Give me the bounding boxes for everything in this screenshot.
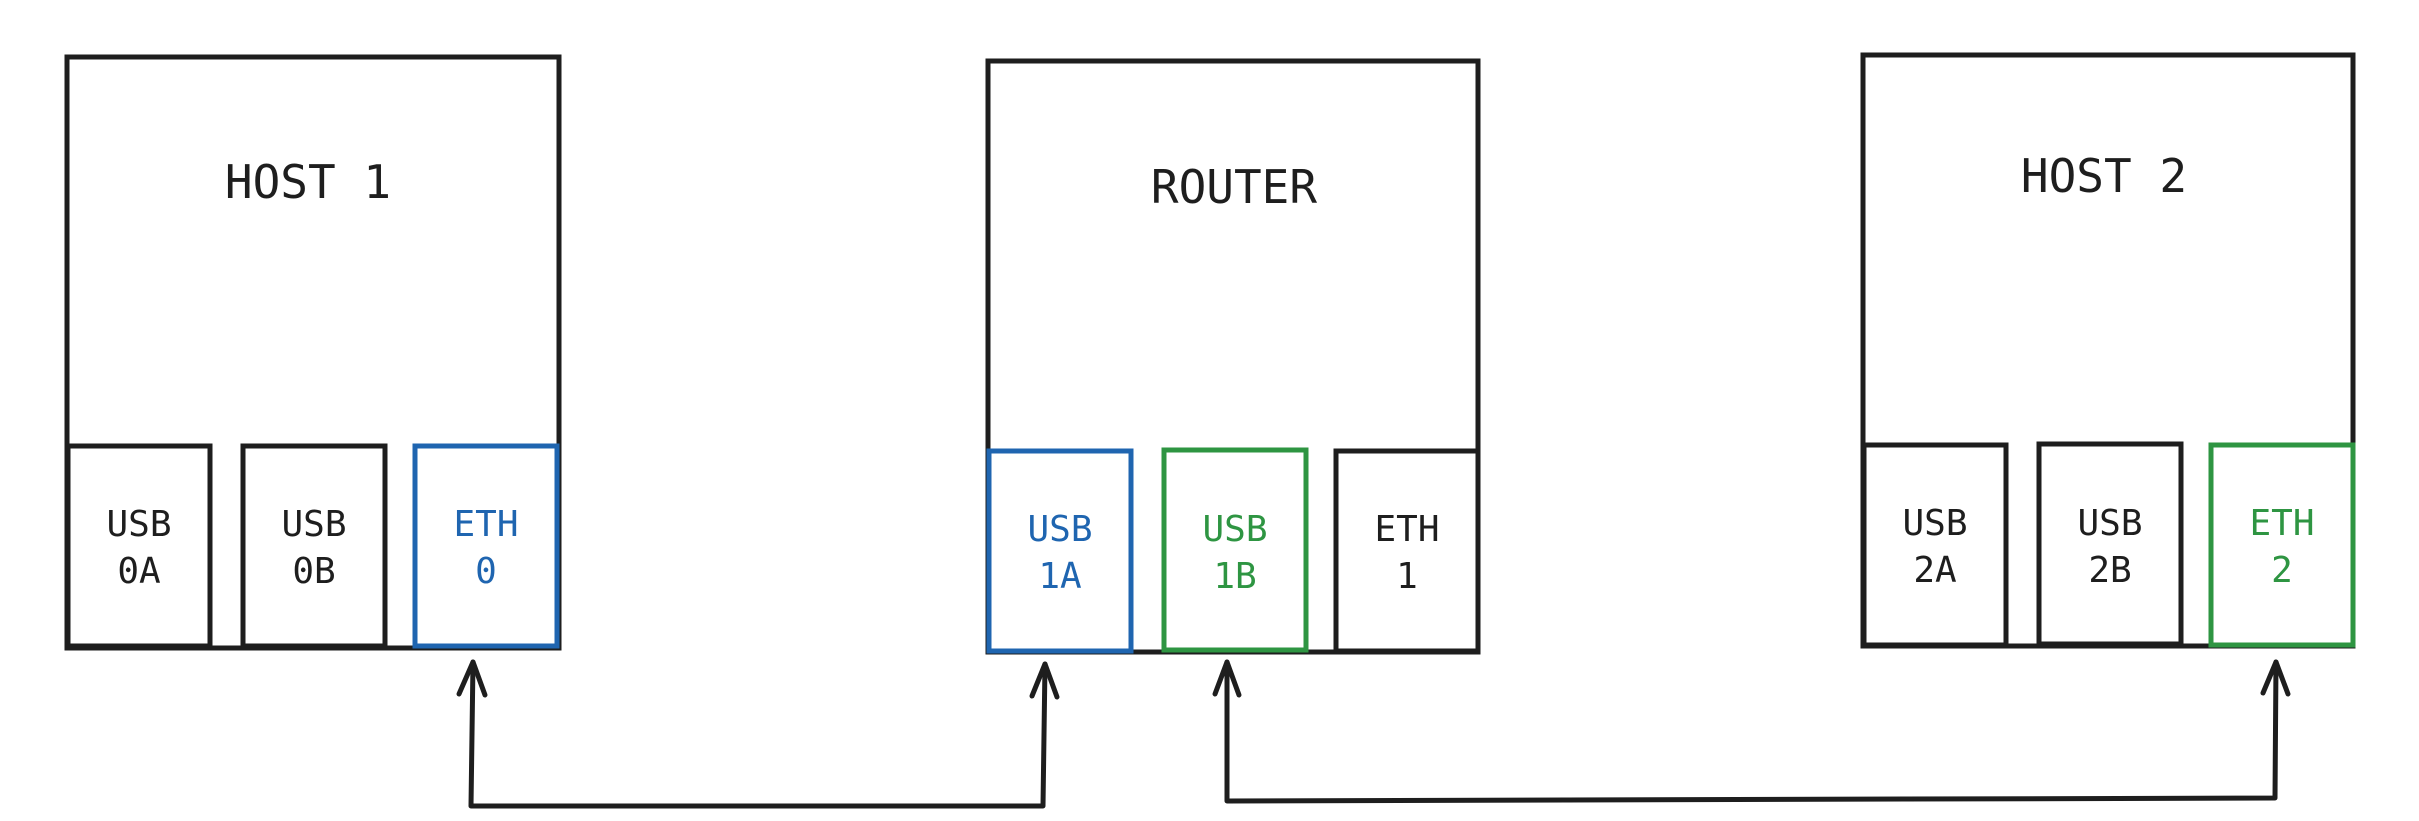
router-title: ROUTER — [1151, 160, 1317, 214]
port-usb-1b-label-2: 1B — [1213, 556, 1256, 597]
port-usb-1a-box — [986, 448, 1134, 654]
device-router: ROUTER USB 1A USB 1B ETH 1 — [985, 58, 1481, 655]
port-usb-1a: USB 1A — [986, 448, 1134, 654]
port-usb-0b: USB 0B — [240, 443, 388, 649]
port-eth-1-label-2: 1 — [1396, 556, 1418, 597]
connection-usb1b-eth2 — [1212, 659, 2291, 804]
host2-title: HOST 2 — [2021, 149, 2187, 203]
port-eth-1-label-1: ETH — [1374, 509, 1439, 550]
port-eth-0: ETH 0 — [412, 443, 560, 649]
port-usb-2b-box — [2036, 441, 2184, 647]
port-usb-2a-label-2: 2A — [1913, 550, 1957, 591]
port-usb-0a: USB 0A — [65, 443, 213, 649]
device-host2: HOST 2 USB 2A USB 2B ETH 2 — [1860, 52, 2356, 649]
port-usb-2a-box — [1861, 442, 2009, 648]
port-eth-2: ETH 2 — [2208, 442, 2356, 648]
arrowhead-eth2 — [2260, 659, 2291, 697]
port-eth-1: ETH 1 — [1333, 448, 1481, 654]
port-eth-0-label-2: 0 — [475, 551, 497, 592]
port-usb-0b-label-2: 0B — [292, 551, 335, 592]
port-usb-1a-label-2: 1A — [1038, 556, 1082, 597]
port-usb-2b-label-1: USB — [2077, 503, 2142, 544]
port-usb-1b: USB 1B — [1161, 447, 1309, 653]
port-usb-0a-label-1: USB — [106, 504, 171, 545]
port-usb-2b-label-2: 2B — [2088, 550, 2131, 591]
port-eth-2-label-1: ETH — [2249, 503, 2314, 544]
port-usb-2b: USB 2B — [2036, 441, 2184, 647]
connection-eth0-usb1a-line — [468, 659, 1048, 809]
connection-usb1b-eth2-line — [1224, 659, 2279, 804]
port-usb-0a-box — [65, 443, 213, 649]
arrowhead-eth0 — [456, 659, 488, 698]
port-usb-1b-label-1: USB — [1202, 509, 1267, 550]
port-usb-0b-box — [240, 443, 388, 649]
device-host1: HOST 1 USB 0A USB 0B ETH 0 — [64, 54, 562, 651]
host1-title: HOST 1 — [225, 155, 391, 209]
connection-eth0-usb1a — [456, 659, 1060, 809]
port-eth-1-box — [1333, 448, 1481, 654]
port-usb-2a: USB 2A — [1861, 442, 2009, 648]
port-usb-0b-label-1: USB — [281, 504, 346, 545]
port-eth-2-box — [2208, 442, 2356, 648]
port-eth-0-box — [412, 443, 560, 649]
port-usb-1a-label-1: USB — [1027, 509, 1092, 550]
port-usb-0a-label-2: 0A — [117, 551, 161, 592]
port-usb-2a-label-1: USB — [1902, 503, 1967, 544]
port-eth-2-label-2: 2 — [2271, 550, 2293, 591]
arrowhead-usb1a — [1029, 661, 1060, 700]
port-eth-0-label-1: ETH — [453, 504, 518, 545]
arrowhead-usb1b — [1212, 659, 1242, 698]
port-usb-1b-box — [1161, 447, 1309, 653]
